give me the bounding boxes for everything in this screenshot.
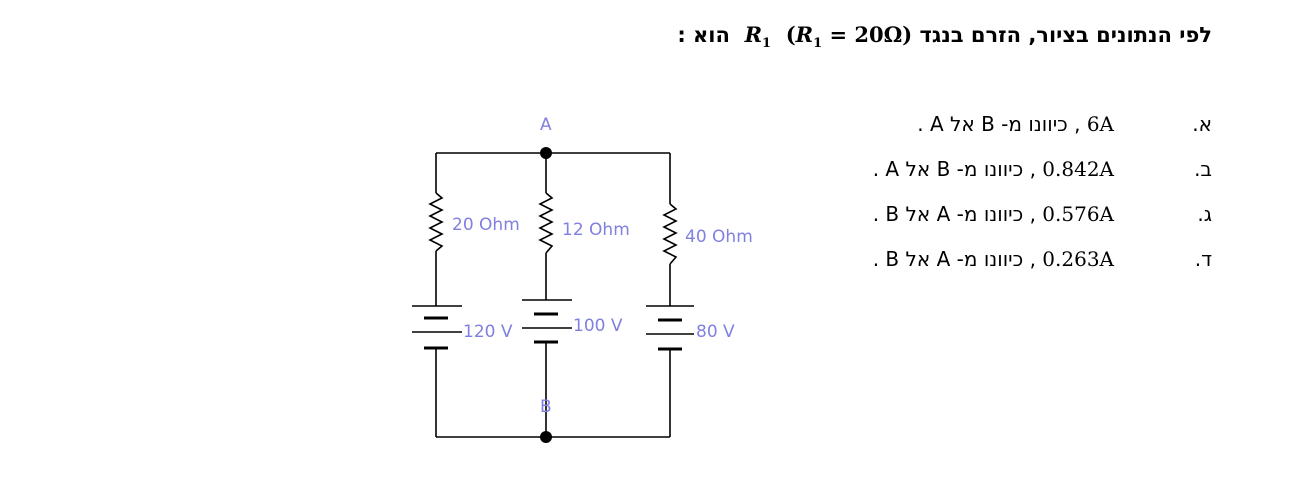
resistor-value: (R1 = 20Ω) bbox=[785, 22, 913, 52]
question-prefix: לפי הנתונים בציור, הזרם בנגד bbox=[919, 23, 1212, 47]
node-a-label: A bbox=[540, 115, 552, 135]
answer-value: 0.263A bbox=[1042, 247, 1114, 271]
answer-value: 0.576A bbox=[1042, 202, 1114, 226]
battery-80v bbox=[646, 305, 694, 351]
resistor-3-label: 40 Ohm bbox=[685, 227, 753, 247]
answer-direction: , כיוונו מ- A אל B . bbox=[872, 202, 1036, 226]
answer-option-a[interactable]: א. 6A , כיוונו מ- B אל A . bbox=[742, 112, 1212, 157]
answer-letter: ד. bbox=[1194, 247, 1212, 271]
answer-option-d[interactable]: ד. 0.263A , כיוונו מ- A אל B . bbox=[742, 247, 1212, 292]
battery-1-label: 120 V bbox=[463, 322, 513, 342]
question-text: לפי הנתונים בציור, הזרם בנגד R1 (R1 = 20… bbox=[677, 22, 1212, 51]
answer-option-c[interactable]: ג. 0.576A , כיוונו מ- A אל B . bbox=[742, 202, 1212, 247]
answer-letter: ב. bbox=[1194, 157, 1212, 181]
question-suffix: הוא : bbox=[677, 23, 730, 47]
answer-direction: , כיוונו מ- A אל B . bbox=[872, 247, 1036, 271]
resistor-symbol: R1 bbox=[744, 22, 772, 52]
battery-2-label: 100 V bbox=[573, 316, 623, 336]
answer-option-b[interactable]: ב. 0.842A , כיוונו מ- B אל A . bbox=[742, 157, 1212, 202]
resistor-2-label: 12 Ohm bbox=[562, 220, 630, 240]
answer-value: 6A bbox=[1086, 112, 1114, 136]
node-b-dot bbox=[540, 431, 552, 443]
node-b-label: B bbox=[540, 397, 552, 417]
resistor-20-ohm bbox=[428, 192, 444, 252]
answer-letter: א. bbox=[1192, 112, 1212, 136]
answer-value: 0.842A bbox=[1042, 157, 1114, 181]
battery-3-label: 80 V bbox=[696, 322, 735, 342]
resistor-1-label: 20 Ohm bbox=[452, 215, 520, 235]
node-a-dot bbox=[540, 147, 552, 159]
battery-100v bbox=[522, 299, 572, 344]
answer-letter: ג. bbox=[1197, 202, 1212, 226]
resistor-12-ohm bbox=[538, 192, 554, 254]
resistor-40-ohm bbox=[662, 203, 678, 265]
circuit-diagram: A B 20 Ohm 12 Ohm 40 Ohm 120 V 100 V 80 … bbox=[412, 115, 753, 443]
answer-direction: , כיוונו מ- B אל A . bbox=[872, 157, 1036, 181]
answer-direction: , כיוונו מ- B אל A . bbox=[917, 112, 1081, 136]
battery-120v bbox=[412, 305, 462, 350]
answer-list: א. 6A , כיוונו מ- B אל A . ב. 0.842A , כ… bbox=[742, 112, 1212, 292]
